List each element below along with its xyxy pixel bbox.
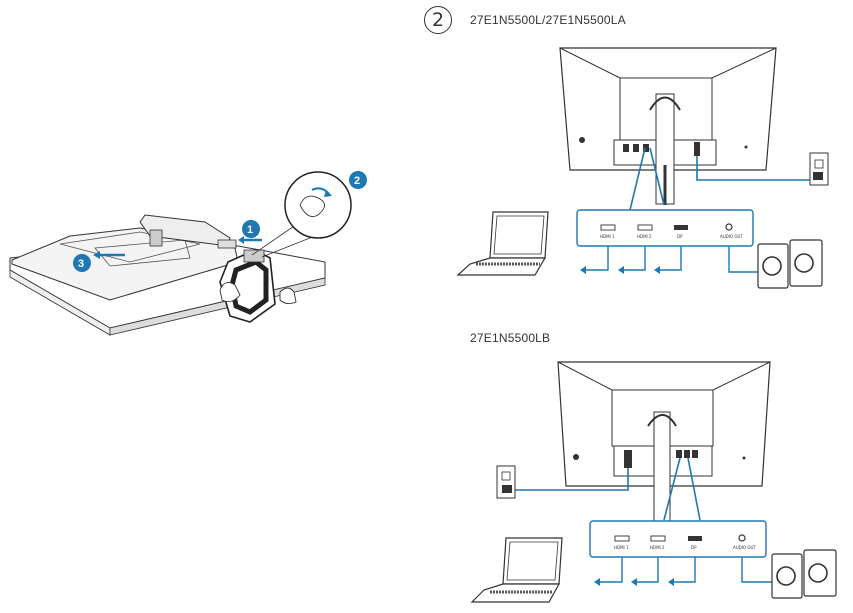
port-label-hdmi2: HDMI 2	[637, 234, 652, 239]
port-label-hdmi1: HDMI 1	[600, 234, 615, 239]
port-label-dp: DP	[677, 234, 683, 239]
port-panel-top	[576, 209, 754, 247]
port-label-dp-b: DP	[691, 545, 697, 550]
port-label-hdmi2-b: HDMI 2	[650, 545, 665, 550]
callout-2: 2	[354, 175, 360, 187]
port-label-hdmi1-b: HDMI 1	[614, 545, 629, 550]
callout-1: 1	[247, 224, 253, 236]
model-label-top: 27E1N5500L/27E1N5500LA	[470, 13, 626, 27]
step-number: 2	[424, 6, 452, 34]
model-label-bottom: 27E1N5500LB	[470, 331, 551, 345]
port-panel-bottom	[589, 520, 767, 558]
callout-1-badge	[242, 220, 260, 238]
callout-3: 3	[78, 258, 84, 270]
wall-outlet-bottom	[496, 465, 516, 499]
callout-3-badge	[73, 254, 91, 272]
port-label-audio: AUDIO OUT	[720, 234, 743, 239]
port-label-audio-b: AUDIO OUT	[733, 545, 756, 550]
callout-2-badge	[349, 171, 367, 189]
